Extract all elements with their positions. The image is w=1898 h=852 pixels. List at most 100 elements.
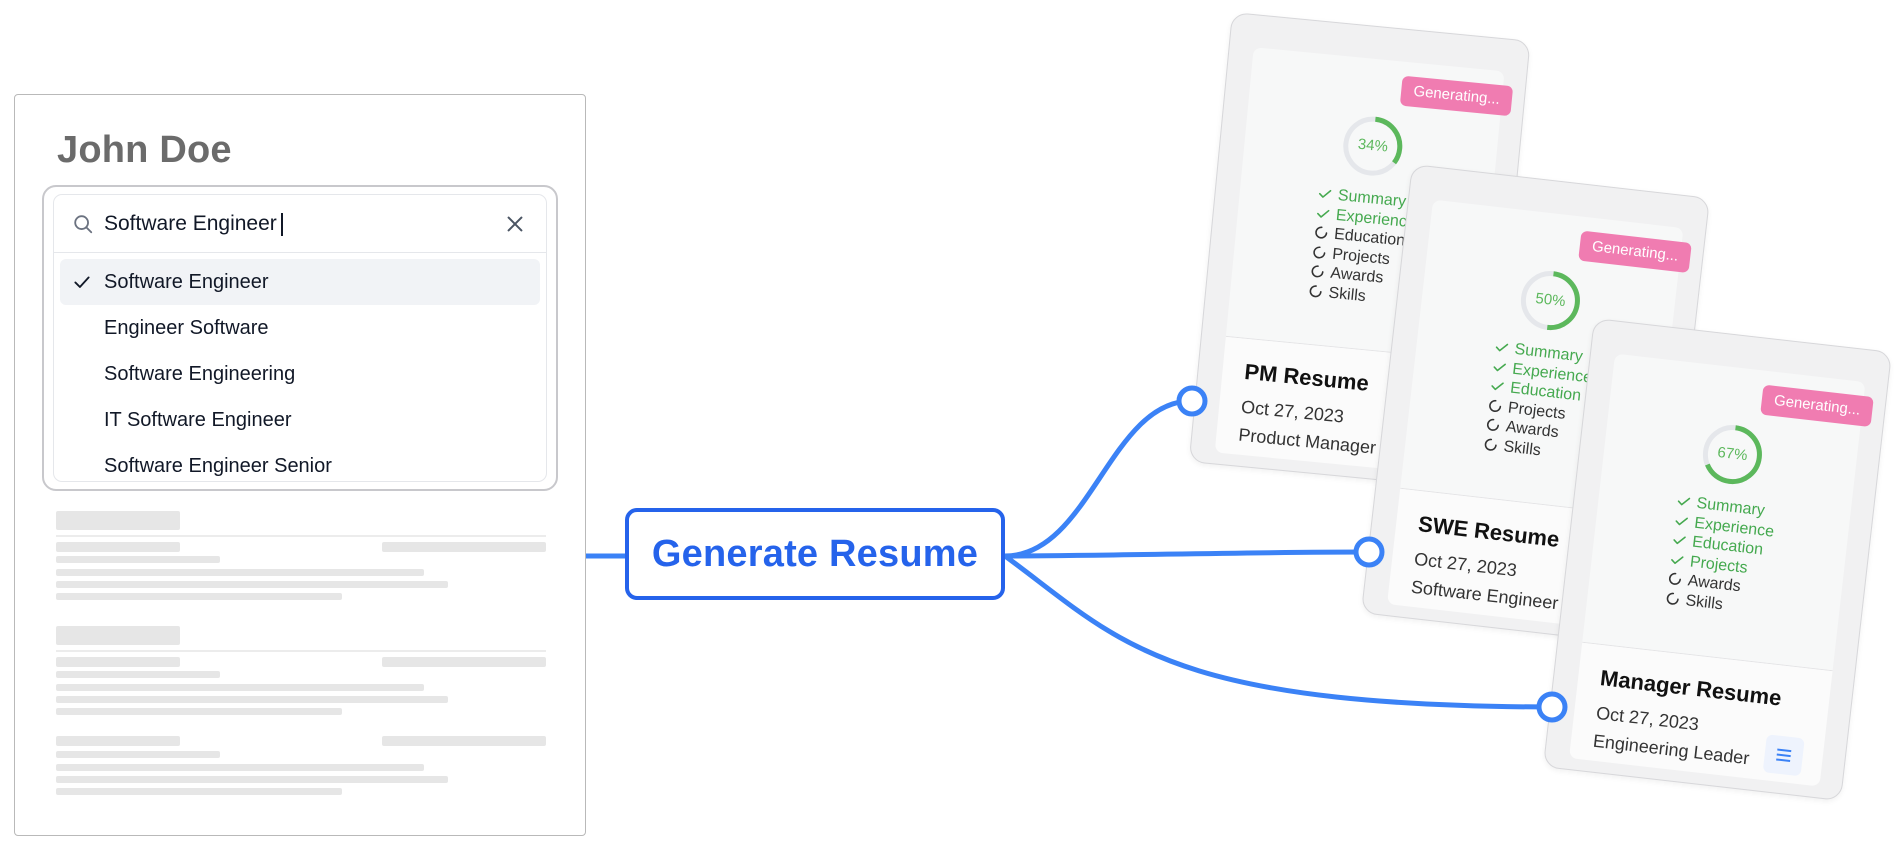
suggestion-option[interactable]: Software Engineer [60,259,540,305]
section-status-item: Experience [1491,357,1593,388]
skeleton-line [56,764,424,771]
suggestion-option[interactable]: Engineer Software [60,305,540,351]
section-status-item: Summary [1494,338,1596,369]
check-icon [74,276,90,288]
skeleton-line [382,736,546,746]
suggestion-label: Engineer Software [104,317,269,339]
connector-to-pm-resume [1004,398,1193,559]
section-status-item: Skills [1483,434,1585,465]
endpoint-swe [1353,536,1385,568]
close-icon[interactable] [504,213,526,235]
suggestion-label: Software Engineer [104,271,269,293]
resume-document: John Doe Software [14,94,586,836]
connector-to-swe-resume [1004,549,1370,559]
suggestion-label: IT Software Engineer [104,409,292,431]
job-title-combobox[interactable]: Software Engineer Engineer Software Soft… [42,185,558,491]
section-status-item: Education [1671,530,1773,561]
check-icon [1493,363,1507,371]
section-status-item: Projects [1311,242,1412,271]
check-icon [1491,382,1504,391]
skeleton-line [382,657,546,667]
section-status-item: Summary [1317,184,1418,213]
skeleton-divider [56,650,546,652]
search-row [54,195,546,253]
check-icon [1675,517,1689,525]
skeleton-line [56,556,220,563]
spinner-icon [1668,572,1681,585]
spinner-icon [1666,592,1679,605]
text-cursor [281,213,283,236]
suggestion-label: Software Engineer Senior [104,455,332,477]
progress-ring [1520,271,1580,331]
section-status-item: Awards [1667,569,1769,600]
connector-to-manager-resume [1003,553,1553,710]
check-icon [1318,189,1332,198]
endpoint-pm [1176,385,1208,417]
check-icon [1495,343,1509,352]
spinner-icon [1489,399,1502,412]
progress-ring [1343,116,1403,176]
suggestion-option[interactable]: IT Software Engineer [60,397,540,443]
spinner-icon [1309,284,1322,297]
skeleton-line [56,708,342,715]
skeleton-line [382,542,546,552]
progress-ring [1702,425,1762,485]
suggestion-option[interactable]: Software Engineer Senior [60,443,540,481]
resume-info: Manager Resume Oct 27, 2023 Engineering … [1569,641,1833,787]
check-icon [1677,497,1691,506]
search-icon [74,215,93,234]
skeleton-divider [56,535,546,537]
skeleton-line [56,671,220,678]
suggestion-option[interactable]: Software Engineering [60,351,540,397]
section-status-item: Projects [1669,550,1771,581]
section-status-item: Skills [1665,588,1767,619]
search-input[interactable] [104,207,464,241]
generate-resume-button[interactable]: Generate Resume [625,508,1005,600]
skeleton-line [56,569,424,576]
skeleton-line [56,542,180,552]
endpoint-manager [1536,691,1568,723]
menu-icon[interactable] [1762,734,1805,777]
spinner-icon [1484,438,1497,451]
skeleton-line [56,736,180,746]
skeleton-line [56,593,342,600]
check-icon [1317,209,1330,218]
spinner-icon [1315,226,1328,239]
spinner-icon [1313,245,1326,259]
section-status-item: Experience [1315,204,1417,233]
skeleton-line [56,788,342,795]
skeleton-heading [56,626,180,645]
skeleton-line [56,776,448,783]
check-icon [1671,555,1684,564]
skeleton-line [56,657,180,667]
skeleton-line [56,751,220,758]
skeleton-heading [56,511,180,530]
resume-name: John Doe [57,129,232,171]
check-icon [1673,536,1686,545]
section-status-item: Awards [1310,262,1411,291]
spinner-icon [1311,265,1324,278]
section-status-item: Projects [1487,396,1589,427]
section-status-item: Summary [1676,492,1778,523]
suggestion-list: Software Engineer Engineer Software Soft… [60,259,540,481]
skeleton-line [56,581,448,588]
section-status-item: Education [1489,376,1591,407]
section-status-item: Experience [1673,511,1775,542]
suggestion-label: Software Engineering [104,363,296,385]
skeleton-line [56,684,424,691]
section-status-item: Skills [1308,281,1409,310]
section-status-item: Education [1313,223,1414,252]
skeleton-line [56,696,448,703]
combobox-panel: Software Engineer Engineer Software Soft… [53,194,547,482]
